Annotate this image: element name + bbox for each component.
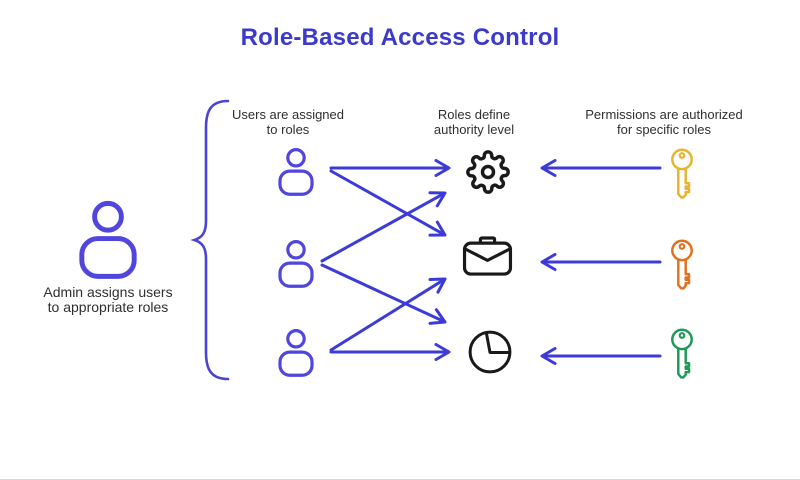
- user-2-person-icon: [278, 240, 314, 288]
- edge-user-3-role-3: [329, 343, 451, 361]
- pie-chart-icon: [468, 330, 512, 374]
- edge-perm-3-role-3: [540, 347, 662, 365]
- key-icon-yellow: [671, 148, 693, 199]
- edge-user-1-role-2: [329, 169, 447, 237]
- page-title: Role-Based Access Control: [240, 24, 560, 51]
- admin-label: Admin assigns users to appropriate roles: [43, 284, 173, 316]
- column-heading-roles: Roles define authority level: [433, 107, 515, 138]
- key-icon-orange: [671, 239, 693, 290]
- gear-icon: [466, 150, 510, 194]
- edge-perm-2-role-2: [540, 253, 662, 271]
- briefcase-icon: [462, 236, 513, 276]
- user-1-person-icon: [278, 148, 314, 196]
- edge-user-2-role-1: [320, 191, 447, 263]
- column-heading-permissions: Permissions are authorized for specific …: [585, 107, 743, 138]
- key-icon-green: [671, 328, 693, 379]
- admin-person-icon: [79, 200, 137, 279]
- edge-user-2-role-3: [320, 263, 447, 325]
- user-3-person-icon: [278, 329, 314, 377]
- edge-user-1-role-1: [329, 159, 451, 177]
- edge-user-3-role-2: [329, 277, 447, 352]
- edge-perm-1-role-1: [540, 159, 662, 177]
- column-heading-users: Users are assigned to roles: [232, 107, 344, 138]
